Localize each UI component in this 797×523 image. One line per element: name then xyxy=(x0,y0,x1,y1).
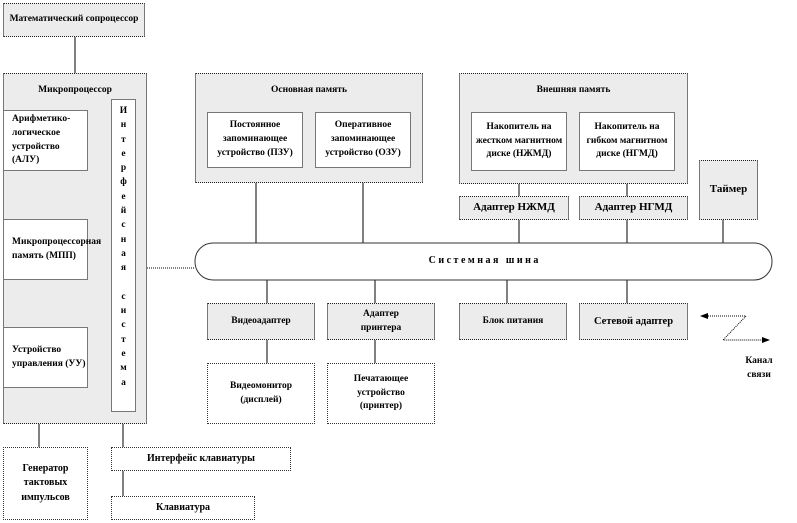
timer: Таймер xyxy=(699,160,758,220)
fdd-box: Накопитель на гибком магнитном диске (НГ… xyxy=(579,112,675,171)
rom-box: Постоянное запоминающее устройство (ПЗУ) xyxy=(207,112,303,168)
network-adapter: Сетевой адаптер xyxy=(579,303,688,340)
printer-device: Печатающее устройство (принтер) xyxy=(327,363,435,424)
system-bus-shape xyxy=(194,242,773,281)
fdd-adapter: Адаптер НГМД xyxy=(579,196,688,220)
interface-system-label: И н т е р ф е й с н а я с и с т е м а xyxy=(119,106,128,388)
video-adapter: Видеоадаптер xyxy=(207,303,315,340)
power-supply: Блок питания xyxy=(459,303,567,340)
main-memory-title: Основная память xyxy=(271,85,347,95)
hdd-box: Накопитель на жестком магнитном диске (Н… xyxy=(471,112,567,171)
mpp-box: Микропроцессорная память (МПП) xyxy=(3,219,101,280)
external-memory-title: Внешняя память xyxy=(536,85,611,95)
keyboard: Клавиатура xyxy=(111,496,255,520)
ram-box: Оперативное запоминающее устройство (ОЗУ… xyxy=(315,112,411,168)
keyboard-interface: Интерфейс клавиатуры xyxy=(111,447,291,471)
control-unit-box: Устройство управления (УУ) xyxy=(3,327,88,388)
math-coprocessor: Математический сопроцессор xyxy=(3,3,145,37)
alu-box: Арифметико-логическое устройство (АЛУ) xyxy=(3,110,88,171)
clock-generator: Генератор тактовых импульсов xyxy=(3,447,88,520)
communication-channel-label: Канал связи xyxy=(745,356,773,380)
system-bus: С и с т е м н а я ш и н а xyxy=(428,255,539,267)
hdd-adapter: Адаптер НЖМД xyxy=(459,196,569,220)
channel-arrow-icon xyxy=(706,315,764,341)
printer-adapter: Адаптер принтера xyxy=(327,303,435,340)
interface-system-box: И н т е р ф е й с н а я с и с т е м а xyxy=(111,99,136,412)
video-monitor: Видеомонитор (дисплей) xyxy=(207,363,315,424)
microprocessor-title: Микропроцессор xyxy=(38,85,112,95)
